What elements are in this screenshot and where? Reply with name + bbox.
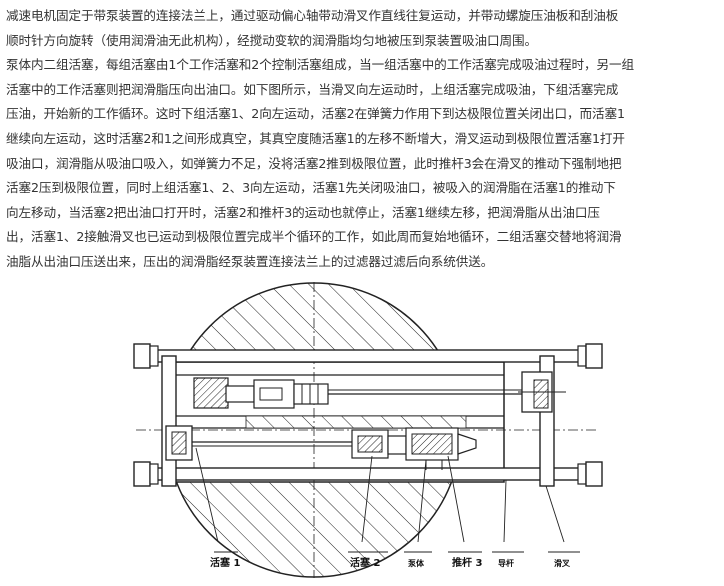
pump-cross-section-diagram: 活塞 1 活塞 2 泵体 推杆 3 导杆 滑叉 — [126, 280, 612, 582]
lower-piston-group — [192, 427, 477, 470]
article-text: 减速电机固定于带泵装置的连接法兰上，通过驱动偏心轴带动滑叉作直线往复运动，并带动… — [6, 4, 720, 275]
pump-diagram-svg: 活塞 1 活塞 2 泵体 推杆 3 导杆 滑叉 — [133, 282, 603, 578]
text-line: 顺时针方向旋转（使用润滑油无此机构），经搅动变软的润滑脂均匀地被压到泵装置吸油口… — [6, 32, 537, 48]
leader-lines — [195, 447, 580, 553]
label-piston-1: 活塞 1 — [210, 556, 240, 569]
text-line: 向左移动，当活塞2把出油口打开时，活塞2和推杆3的运动也就停止，活塞1继续左移，… — [6, 204, 600, 220]
text-line: 活塞2压到极限位置，同时上组活塞1、2、3向左运动，活塞1先关闭吸油口，被吸入的… — [6, 180, 616, 196]
text-line: 压油，开始新的工作循环。这时下组活塞1、2向左运动，活塞2在弹簧力作用下到达极限… — [6, 106, 625, 122]
upper-piston-group — [193, 377, 522, 409]
slide-fork-frame — [161, 355, 566, 487]
diagram-labels: 活塞 1 活塞 2 泵体 推杆 3 导杆 滑叉 — [210, 556, 571, 569]
label-guide-rod: 导杆 — [498, 558, 514, 568]
text-line: 活塞中的工作活塞则把润滑脂压向出油口。如下图所示，当滑叉向左运动时，上组活塞完成… — [6, 81, 619, 97]
label-push-rod-3: 推杆 3 — [452, 556, 482, 569]
text-line: 油脂从出油口压送出来，压出的润滑脂经泵装置连接法兰上的过滤器过滤后向系统供送。 — [6, 253, 494, 269]
text-line: 泵体内二组活塞，每组活塞由1个工作活塞和2个控制活塞组成，当一组活塞中的工作活塞… — [6, 57, 635, 73]
text-line: 吸油口，润滑脂从吸油口吸入，如弹簧力不足，没将活塞2推到极限位置，此时推杆3会在… — [6, 155, 622, 171]
label-pump-body: 泵体 — [408, 558, 425, 568]
text-line: 出，活塞1、2接触滑叉也已运动到极限位置完成半个循环的工作，如此周而复始地循环，… — [6, 229, 622, 245]
label-piston-2: 活塞 2 — [350, 556, 380, 569]
label-slide-fork: 滑叉 — [554, 558, 571, 568]
text-line: 继续向左运动，这时活塞2和1之间形成真空，其真空度随活塞1的左移不断增大，滑叉运… — [6, 130, 625, 146]
paragraph-drive-mechanism: 减速电机固定于带泵装置的连接法兰上，通过驱动偏心轴带动滑叉作直线往复运动，并带动… — [6, 4, 720, 53]
text-line: 减速电机固定于带泵装置的连接法兰上，通过驱动偏心轴带动滑叉作直线往复运动，并带动… — [6, 8, 619, 23]
paragraph-piston-cycle: 泵体内二组活塞，每组活塞由1个工作活塞和2个控制活塞组成，当一组活塞中的工作活塞… — [6, 53, 720, 274]
